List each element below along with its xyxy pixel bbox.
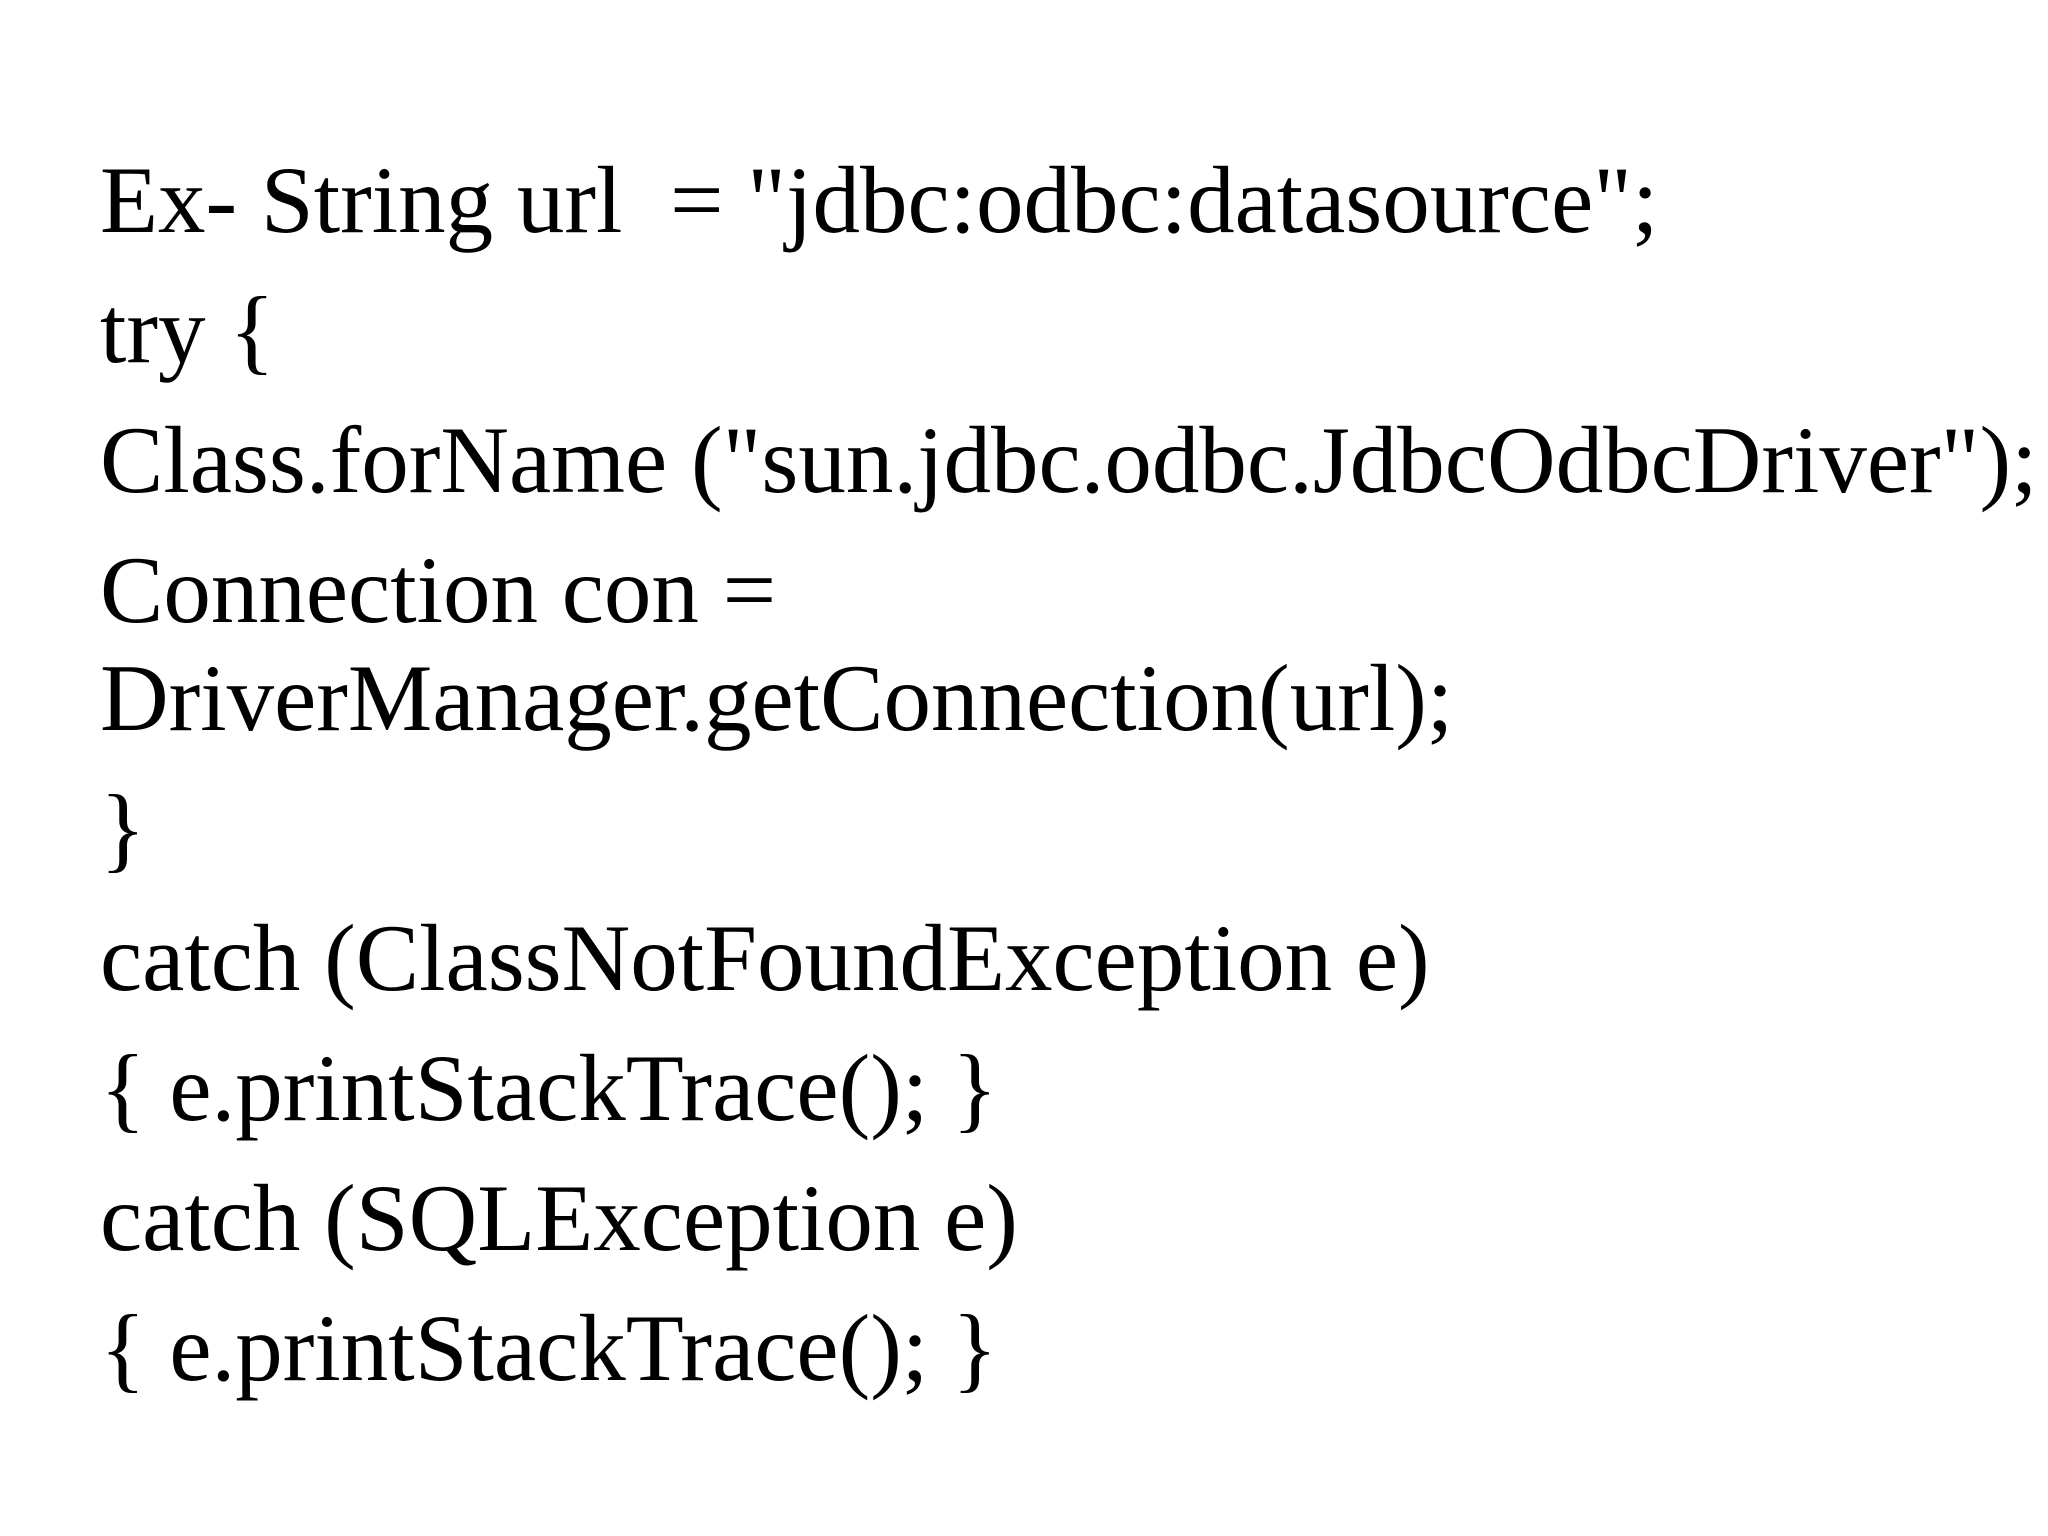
code-line: catch (SQLException e) [100,1165,1018,1271]
code-line: } [100,775,146,881]
code-line: { e.printStackTrace(); } [100,1295,998,1401]
code-line: try { [100,277,275,383]
code-line: Ex- String url = "jdbc:odbc:datasource"; [100,147,1659,253]
code-line: Connection con = [100,537,777,643]
code-line: catch (ClassNotFoundException e) [100,905,1430,1011]
code-line: { e.printStackTrace(); } [100,1035,998,1141]
code-line: DriverManager.getConnection(url); [100,645,1454,751]
code-line: Class.forName ("sun.jdbc.odbc.JdbcOdbcDr… [100,407,2038,513]
